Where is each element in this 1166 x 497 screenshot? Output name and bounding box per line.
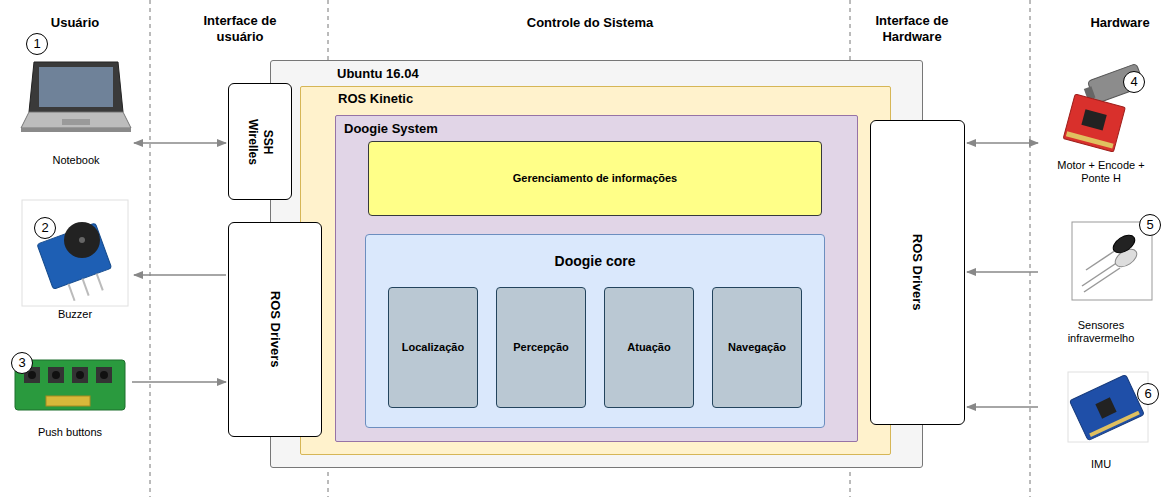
motor-illustration — [1063, 63, 1144, 151]
module-box: Percepção — [496, 287, 586, 408]
box-label: Navegação — [728, 341, 786, 355]
connector-arrow — [134, 274, 226, 276]
box-label: ROS Drivers — [267, 291, 283, 368]
box-label: SSH Wirelles — [245, 113, 275, 171]
box-label: Percepção — [513, 341, 569, 355]
process-box: Gerenciamento de informações — [368, 141, 822, 216]
box-label: ROS Drivers — [909, 234, 925, 311]
module-box: Localização — [388, 287, 478, 408]
device-node: Buzzer — [18, 196, 132, 324]
connector-arrow — [134, 142, 226, 144]
column-header: Interface de Hardware — [857, 13, 967, 46]
device-node: Notebook — [20, 58, 132, 170]
column-header: Usuário — [15, 15, 135, 31]
middleware-layer: ROS KineticDoogie SystemGerenciamento de… — [300, 86, 891, 455]
box-label: Ubuntu 16.04 — [337, 66, 922, 82]
column-divider — [150, 0, 1030, 497]
buzzer-illustration — [22, 200, 128, 306]
infrared-sensor-illustration — [1072, 222, 1152, 300]
connector-arrow — [132, 381, 226, 383]
device-caption: Motor + Encode + Ponte H — [1051, 159, 1151, 187]
imu-illustration — [1068, 372, 1148, 442]
laptop-illustration — [21, 62, 131, 132]
device-node: Sensores infravermelho — [1040, 218, 1162, 348]
core-group: Doogie coreLocalização Percepção Atuação Na… — [365, 234, 825, 428]
callout-number: 6 — [1137, 383, 1159, 405]
callout-number: 3 — [11, 352, 33, 374]
module-box: Navegação — [712, 287, 802, 408]
device-caption: IMU — [1091, 458, 1111, 472]
interface-box: ROS Drivers — [228, 222, 322, 437]
box-label: Atuação — [627, 341, 670, 355]
box-label: Doogie core — [366, 253, 824, 271]
system-layer: Doogie SystemGerenciamento de informaçõe… — [335, 115, 858, 442]
box-label: Gerenciamento de informações — [513, 172, 677, 186]
device-caption: Push buttons — [38, 426, 102, 440]
callout-number: 4 — [1123, 71, 1145, 93]
module-box: Atuação — [604, 287, 694, 408]
interface-box: SSH Wirelles — [228, 83, 292, 200]
box-label: ROS Kinetic — [338, 91, 890, 107]
box-label: Localização — [402, 341, 464, 355]
connector-arrow — [967, 406, 1038, 408]
device-caption: Notebook — [52, 154, 99, 168]
os-layer: Ubuntu 16.04ROS KineticDoogie SystemGere… — [270, 60, 923, 468]
device-caption: Sensores infravermelho — [1051, 319, 1151, 347]
column-header: Interface de usuário — [180, 13, 300, 46]
connector-arrow — [967, 142, 1038, 144]
callout-number: 5 — [1139, 214, 1161, 236]
column-header: Hardware — [1080, 15, 1160, 31]
device-caption: Buzzer — [58, 308, 92, 322]
box-label: Doogie System — [344, 121, 857, 137]
callout-number: 1 — [26, 33, 48, 55]
connector-arrow — [967, 271, 1038, 273]
interface-box: ROS Drivers — [870, 120, 965, 425]
callout-number: 2 — [34, 217, 56, 239]
column-header: Controle do Sistema — [470, 15, 710, 31]
